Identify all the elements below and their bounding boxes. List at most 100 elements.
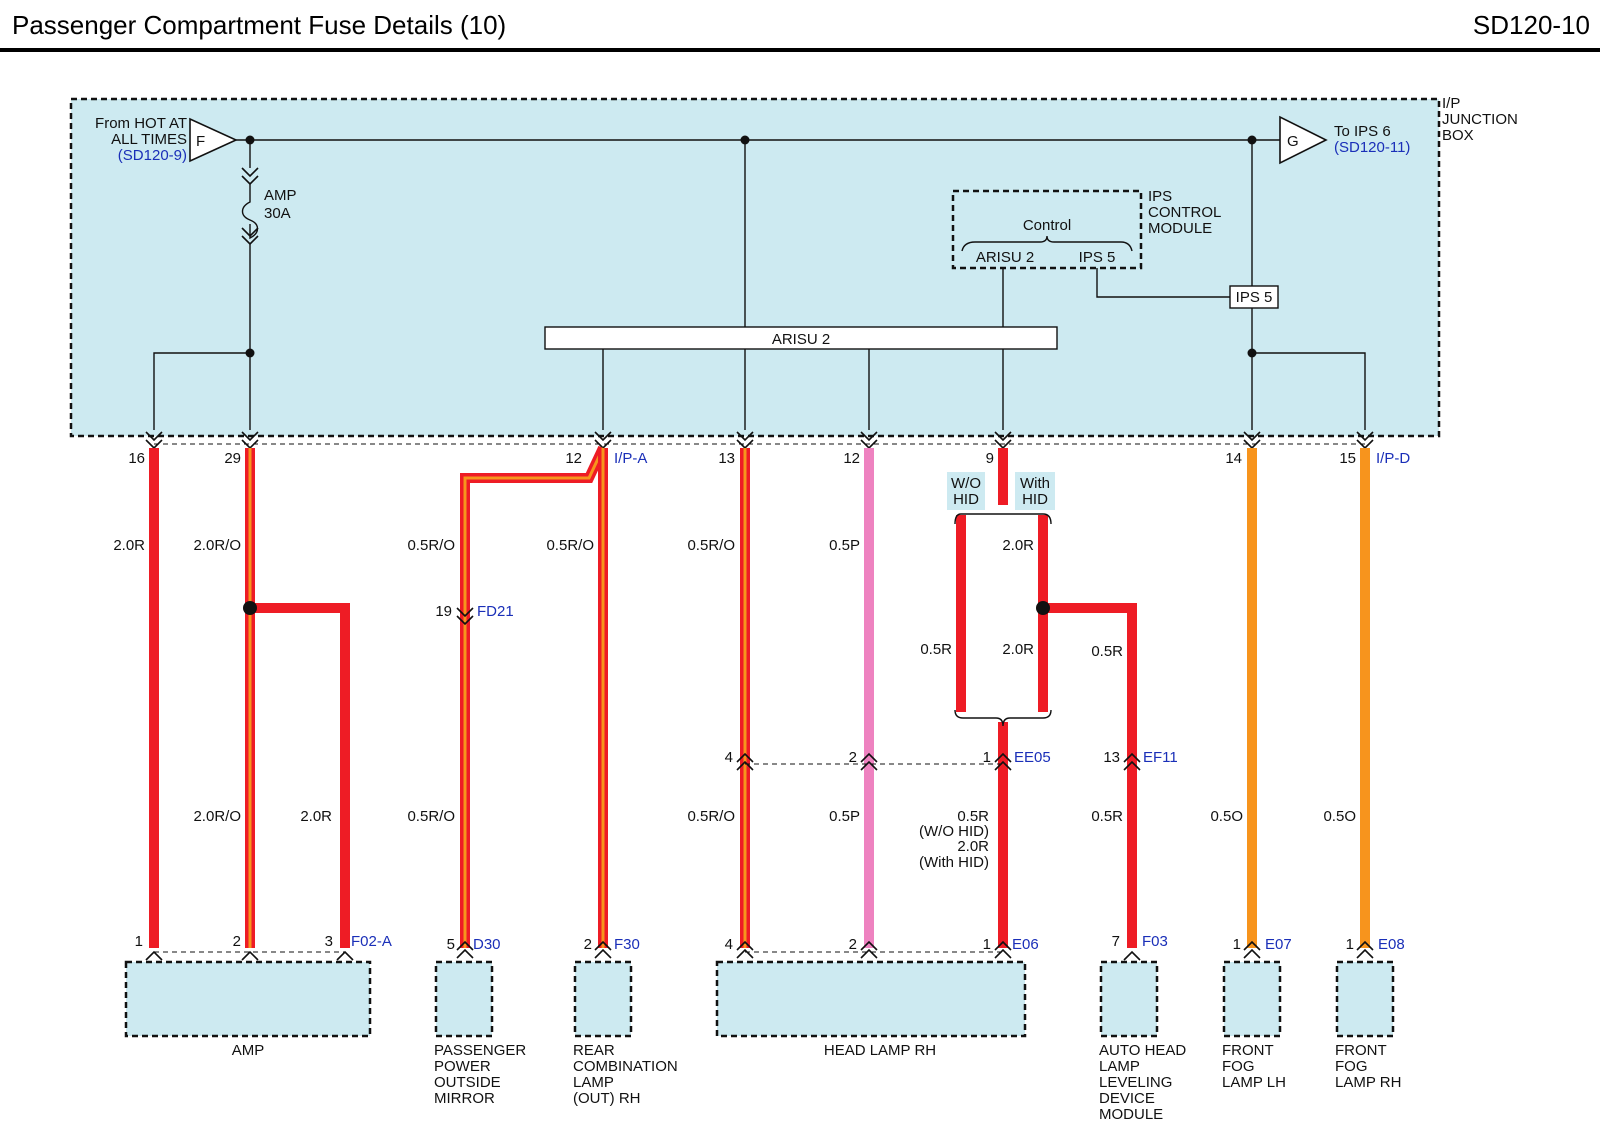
connector-ip-a: I/P-A: [614, 450, 647, 467]
feed-ref: (SD120-9): [118, 147, 187, 164]
pin-12b: 12: [843, 450, 860, 467]
d30-connector: D30: [473, 936, 501, 953]
ef11-connector: EF11: [1143, 749, 1178, 766]
f03-connector: F03: [1142, 933, 1168, 950]
leveling-label-5: MODULE: [1099, 1106, 1163, 1123]
ips-module-label-1: IPS: [1148, 188, 1172, 205]
fog-lamp-rh-component: [1335, 960, 1395, 1038]
fd21-terminal-icon: [456, 607, 474, 626]
f02-pin-1: 1: [135, 933, 143, 950]
f02-connector: F02-A: [351, 933, 392, 950]
pin-15: 15: [1339, 450, 1356, 467]
ee05-pin-2: 2: [849, 749, 857, 766]
ee05-terminal-1-icon: [994, 752, 1012, 771]
ips5-switch-label: IPS 5: [1236, 289, 1273, 306]
f30-pin: 2: [584, 936, 592, 953]
f02-pin-3: 3: [325, 933, 333, 950]
wire-label-16c: 2.0R: [957, 838, 989, 855]
wire-label-19: 0.5O: [1323, 808, 1356, 825]
fog-lamp-lh-component: [1222, 960, 1282, 1038]
wire-0-5r-leveling: [1043, 603, 1137, 948]
arisu-bar-box: [544, 326, 1058, 350]
f02-terminal-1-icon: [145, 950, 163, 961]
fog-lh-label-1: FRONT: [1222, 1042, 1274, 1059]
wo-hid-label-2: HID: [953, 491, 979, 508]
f03-pin: 7: [1112, 933, 1120, 950]
feed-label-1: From HOT AT: [95, 115, 187, 132]
wire-label-7: 2.0R: [1002, 537, 1034, 554]
ips-ips5-label: IPS 5: [1079, 249, 1116, 266]
f03-terminal-icon: [1123, 950, 1141, 961]
leveling-label-2: LAMP: [1099, 1058, 1140, 1075]
f02-terminal-3-icon: [336, 950, 354, 961]
wire-label-11: 2.0R/O: [193, 808, 241, 825]
wire-label-2: 2.0R/O: [193, 537, 241, 554]
hid-wire-splice: [1036, 601, 1050, 615]
wire-label-3: 0.5R/O: [407, 537, 455, 554]
ee05-terminal-2-icon: [860, 752, 878, 771]
e06-pin-1: 1: [983, 936, 991, 953]
pin-13: 13: [718, 450, 735, 467]
junction-box-label-3: BOX: [1442, 127, 1474, 144]
fog-rh-label-2: FOG: [1335, 1058, 1368, 1075]
wire-label-16a: 0.5R: [957, 808, 989, 825]
e06-connector: E06: [1012, 936, 1039, 953]
wire-label-4: 0.5R/O: [546, 537, 594, 554]
wire-label-5: 0.5R/O: [687, 537, 735, 554]
head-lamp-component: [715, 960, 1027, 1038]
f02-pin-2: 2: [233, 933, 241, 950]
rear-lamp-label-3: LAMP: [573, 1074, 614, 1091]
rear-lamp-label-2: COMBINATION: [573, 1058, 678, 1075]
connector-ip-d: I/P-D: [1376, 450, 1410, 467]
wo-hid-box: [947, 472, 985, 510]
ips-control-label: Control: [1023, 217, 1071, 234]
with-hid-label-2: HID: [1022, 491, 1048, 508]
f30-terminal-icon: [594, 940, 612, 959]
wire-label-16d: (With HID): [919, 854, 989, 871]
fuse-name: AMP: [264, 187, 297, 204]
hid-merge-brace-icon: [954, 709, 1052, 727]
ips-branch-15: [1252, 352, 1366, 430]
ips-module-label-2: CONTROL: [1148, 204, 1221, 221]
ips-module-box: [951, 189, 1143, 270]
wire-label-13: 0.5R/O: [407, 808, 455, 825]
e08-pin: 1: [1346, 936, 1354, 953]
junction-box-outline: [69, 97, 1441, 438]
feed-connector-triangle: [189, 117, 238, 163]
bottom-terminals: [145, 940, 1374, 961]
fog-lh-label-3: LAMP LH: [1222, 1074, 1286, 1091]
leveling-label-1: AUTO HEAD: [1099, 1042, 1186, 1059]
ee05-pin-4: 4: [725, 749, 733, 766]
mirror-label-2: POWER: [434, 1058, 491, 1075]
amp-component: [124, 960, 372, 1038]
ips-module-label-3: MODULE: [1148, 220, 1212, 237]
rear-lamp-component: [573, 960, 633, 1038]
wo-hid-label-1: W/O: [951, 475, 981, 492]
fog-rh-label-3: LAMP RH: [1335, 1074, 1401, 1091]
junction-box-label-1: I/P: [1442, 95, 1460, 112]
pin-9: 9: [986, 450, 994, 467]
e06-pin-4: 4: [725, 936, 733, 953]
wire-label-12: 2.0R: [300, 808, 332, 825]
mirror-label-3: OUTSIDE: [434, 1074, 501, 1091]
output-ref: (SD120-11): [1334, 139, 1410, 156]
header-bar: Passenger Compartment Fuse Details (10) …: [0, 0, 1600, 52]
arisu-bar-label: ARISU 2: [772, 331, 830, 348]
amp-wire-splice: [243, 601, 257, 615]
e06-terminal-1-icon: [994, 940, 1012, 959]
f30-connector: F30: [614, 936, 640, 953]
wire-label-10: 0.5R: [1091, 643, 1123, 660]
with-hid-label-1: With: [1020, 475, 1050, 492]
ips5-switch-box: [1229, 285, 1279, 309]
e08-connector: E08: [1378, 936, 1405, 953]
fog-lh-label-2: FOG: [1222, 1058, 1255, 1075]
e06-pin-2: 2: [849, 936, 857, 953]
ee05-connector: EE05: [1014, 749, 1051, 766]
feed-connector-letter: F: [196, 133, 205, 150]
fd21-pin: 19: [435, 603, 452, 620]
wire-label-6: 0.5P: [829, 537, 860, 554]
wire-label-17: 0.5R: [1091, 808, 1123, 825]
leveling-label-3: LEVELING: [1099, 1074, 1172, 1091]
output-connector-letter: G: [1287, 133, 1299, 150]
wire-label-15: 0.5P: [829, 808, 860, 825]
